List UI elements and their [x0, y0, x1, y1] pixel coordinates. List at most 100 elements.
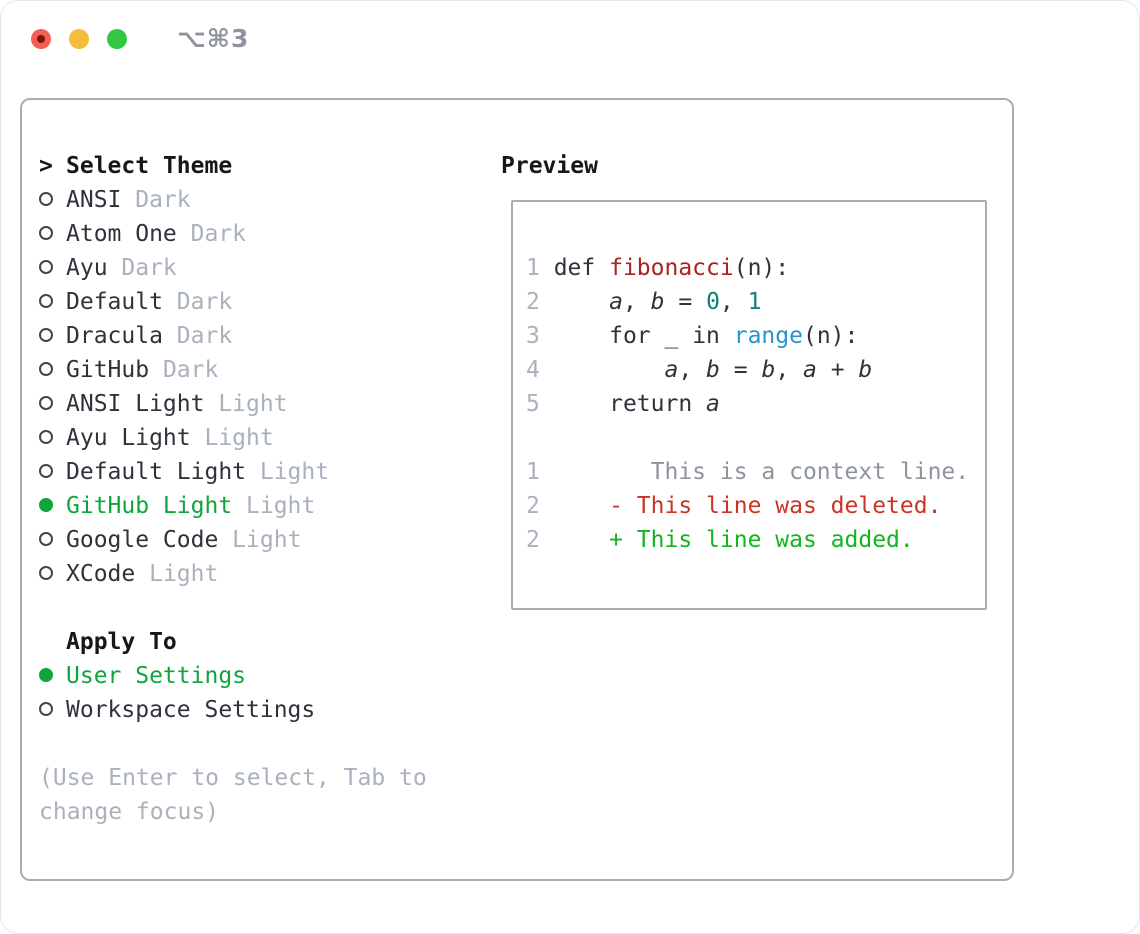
window-title: ⌥⌘3: [177, 24, 250, 53]
apply-to-option[interactable]: Workspace Settings: [39, 693, 494, 727]
theme-option[interactable]: Default Dark: [39, 285, 494, 319]
theme-option[interactable]: GitHub Light Light: [39, 489, 494, 523]
theme-name: Ayu Light: [66, 425, 191, 451]
radio-icon: [39, 497, 53, 512]
code-token-number: 0: [706, 289, 720, 315]
close-button[interactable]: [31, 28, 51, 49]
code-token-variable: b: [706, 357, 720, 383]
theme-variant: Dark: [149, 357, 219, 383]
line-number: 2: [526, 289, 554, 315]
theme-name: Atom One: [66, 221, 177, 247]
selection-prompt-icon: >: [39, 153, 53, 179]
apply-to-title: Apply To: [66, 629, 177, 655]
code-line: 4 a, b = b, a + b: [526, 353, 977, 387]
radio-slot: [39, 251, 66, 285]
theme-option[interactable]: Default Light Light: [39, 455, 494, 489]
zoom-button[interactable]: [107, 28, 127, 49]
theme-name: Google Code: [66, 527, 219, 553]
radio-icon: [39, 463, 53, 478]
window-titlebar: ⌥⌘3: [1, 1, 1139, 76]
radio-icon: [39, 429, 53, 444]
theme-option[interactable]: XCode Light: [39, 557, 494, 591]
theme-name: Ayu: [66, 255, 108, 281]
radio-icon: [39, 395, 53, 410]
apply-to-option[interactable]: User Settings: [39, 659, 494, 693]
code-token-variable: b: [761, 357, 776, 383]
theme-option[interactable]: Atom One Dark: [39, 217, 494, 251]
code-token-variable: b: [650, 289, 665, 315]
code-token-plain: (n):: [733, 255, 790, 281]
radio-slot: [39, 523, 66, 557]
theme-name: Default: [66, 289, 163, 315]
theme-variant: Light: [246, 459, 330, 485]
code-line: 3 for _ in range(n):: [526, 319, 977, 353]
theme-variant: Light: [190, 425, 274, 451]
code-token-plain: [554, 289, 609, 315]
theme-option[interactable]: GitHub Dark: [39, 353, 494, 387]
theme-variant: Dark: [162, 289, 233, 315]
radio-icon: [39, 565, 53, 580]
theme-option[interactable]: Ayu Dark: [39, 251, 494, 285]
theme-name: XCode: [66, 561, 136, 587]
theme-option[interactable]: Ayu Light Light: [39, 421, 494, 455]
apply-to-header-row: Apply To: [39, 625, 494, 659]
code-line: 1 This is a context line.: [526, 455, 977, 489]
radio-icon: [39, 531, 53, 546]
theme-variant: Dark: [162, 323, 233, 349]
spacer: [39, 591, 494, 625]
code-token-variable: _: [664, 323, 679, 349]
theme-name: GitHub Light: [66, 493, 233, 519]
code-token-function: fibonacci: [609, 255, 734, 281]
code-token-plain: =: [719, 357, 762, 383]
code-line: 1 def fibonacci(n):: [526, 251, 977, 285]
radio-slot: [39, 659, 66, 693]
code-token-deleted: - This line was deleted.: [553, 493, 942, 519]
radio-icon: [39, 701, 53, 716]
theme-option[interactable]: Dracula Dark: [39, 319, 494, 353]
radio-slot: [39, 217, 66, 251]
theme-option[interactable]: ANSI Light Light: [39, 387, 494, 421]
code-token-plain: (n):: [802, 323, 859, 349]
line-number: 1: [526, 255, 554, 281]
radio-slot: [39, 693, 66, 727]
theme-option[interactable]: Google Code Light: [39, 523, 494, 557]
theme-name: GitHub: [66, 357, 150, 383]
apply-to-label: User Settings: [66, 663, 247, 689]
code-token-added: + This line was added.: [553, 527, 914, 553]
help-text-line2: change focus): [39, 799, 220, 825]
code-line: 2 + This line was added.: [526, 523, 977, 557]
preview-title: Preview: [501, 153, 598, 179]
code-token-keyword: in: [678, 323, 734, 349]
theme-variant: Light: [135, 561, 219, 587]
code-blank-line: [526, 421, 977, 455]
code-token-keyword: for: [553, 323, 665, 349]
code-token-variable: a: [609, 289, 623, 315]
code-line: 2 - This line was deleted.: [526, 489, 977, 523]
code-token-plain: +: [816, 357, 859, 383]
theme-list-title: Select Theme: [66, 153, 233, 179]
theme-option[interactable]: ANSI Dark: [39, 183, 494, 217]
code-token-plain: [554, 357, 665, 383]
line-number: 1: [526, 459, 554, 485]
radio-slot: [39, 285, 66, 319]
code-token-context: This is a context line.: [553, 459, 970, 485]
theme-name: Default Light: [66, 459, 247, 485]
code-token-builtin: range: [733, 323, 803, 349]
code-token-number: 1: [747, 289, 762, 315]
code-line: 5 return a: [526, 387, 977, 421]
theme-name: Dracula: [66, 323, 163, 349]
line-number: 5: [526, 391, 554, 417]
code-token-plain: ,: [678, 357, 707, 383]
code-token-keyword: def: [553, 255, 610, 281]
radio-icon: [39, 293, 53, 308]
help-text-line1: (Use Enter to select, Tab to: [39, 765, 427, 791]
minimize-button[interactable]: [69, 28, 89, 49]
radio-icon: [39, 361, 53, 376]
theme-variant: Light: [232, 493, 316, 519]
code-token-plain: ,: [719, 289, 748, 315]
